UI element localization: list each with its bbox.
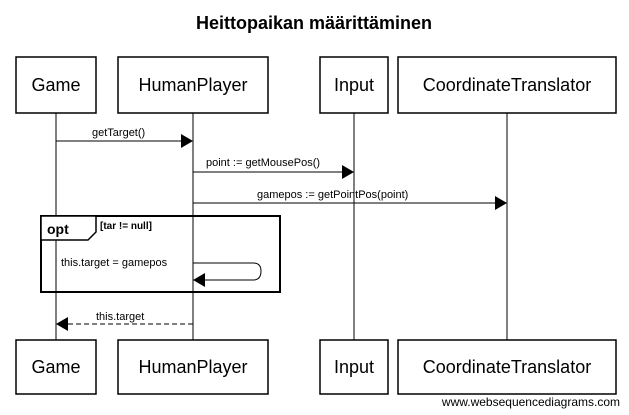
arrowhead-icon <box>495 196 507 210</box>
actor-game-label: Game <box>31 357 80 377</box>
opt-frame-condition: [tar != null] <box>100 221 152 232</box>
watermark-link[interactable]: www.websequencediagrams.com <box>441 395 620 409</box>
actor-human-player-top: HumanPlayer <box>117 56 269 114</box>
actor-input-top: Input <box>319 56 389 114</box>
actor-coordinate-translator-label: CoordinateTranslator <box>423 75 591 95</box>
arrowhead-icon <box>181 134 193 148</box>
message-get-point-pos: gamepos := getPointPos(point) <box>193 189 507 210</box>
message-get-mouse-pos-label: point := getMousePos() <box>206 157 320 169</box>
opt-frame: opt [tar != null] <box>40 215 281 293</box>
actor-game-bottom: Game <box>15 339 97 395</box>
message-get-point-pos-label: gamepos := getPointPos(point) <box>257 189 408 201</box>
message-set-target: this.target = gamepos <box>61 257 262 287</box>
arrowhead-icon <box>193 273 205 287</box>
actor-input-label: Input <box>334 357 374 377</box>
diagram-title: Heittopaikan määrittäminen <box>196 13 432 33</box>
actor-human-player-label: HumanPlayer <box>138 75 247 95</box>
opt-frame-operator: opt <box>47 221 69 237</box>
arrowhead-icon <box>56 317 68 331</box>
actor-input-bottom: Input <box>319 339 389 395</box>
arrowhead-icon <box>342 165 354 179</box>
message-return-target-label: this.target <box>96 311 144 323</box>
message-get-target-label: getTarget() <box>92 127 145 139</box>
actor-game-top: Game <box>15 56 97 114</box>
actor-coordinate-translator-label: CoordinateTranslator <box>423 357 591 377</box>
message-set-target-label: this.target = gamepos <box>61 257 168 269</box>
message-get-mouse-pos: point := getMousePos() <box>193 157 354 179</box>
actor-human-player-label: HumanPlayer <box>138 357 247 377</box>
message-return-target: this.target <box>56 311 193 331</box>
actor-input-label: Input <box>334 75 374 95</box>
actor-game-label: Game <box>31 75 80 95</box>
actor-coordinate-translator-bottom: CoordinateTranslator <box>397 339 617 395</box>
opt-frame-tab <box>40 215 97 241</box>
actor-human-player-bottom: HumanPlayer <box>117 339 269 395</box>
message-get-target: getTarget() <box>56 127 193 148</box>
actor-coordinate-translator-top: CoordinateTranslator <box>397 56 617 114</box>
